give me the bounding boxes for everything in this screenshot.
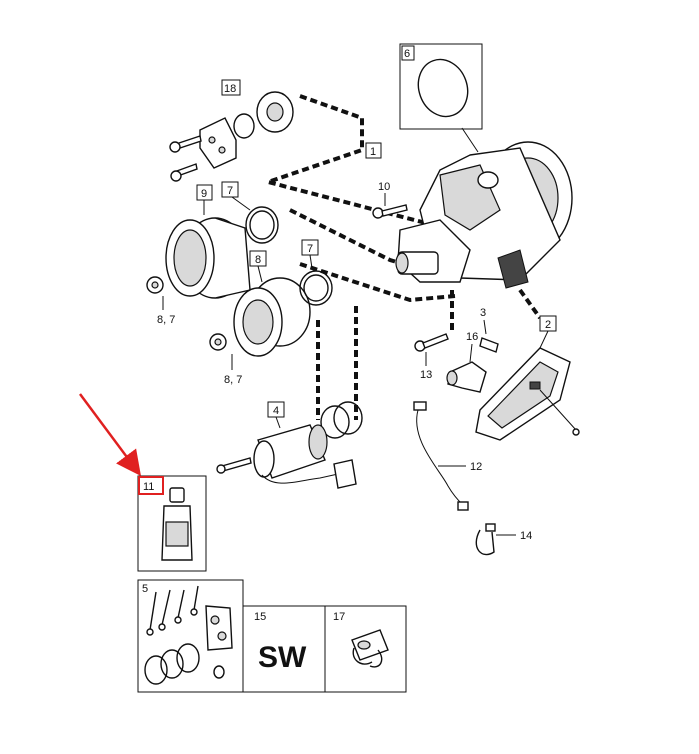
part-7-o-ring-upper: 7 <box>221 181 279 244</box>
callout-13: 13 <box>420 369 432 381</box>
kit-15-label: SW <box>258 641 307 674</box>
part-7-o-ring-lower: 7 <box>299 239 333 306</box>
callout-6: 6 <box>404 48 410 60</box>
part-12-wire: 12 <box>413 401 482 511</box>
part-18-gear-bracket: 18 <box>169 79 294 182</box>
callout-2: 2 <box>545 319 551 331</box>
callout-17: 17 <box>333 611 345 623</box>
callout-10: 10 <box>378 181 390 193</box>
callout-12: 12 <box>470 461 482 473</box>
callout-7-lower: 7 <box>307 243 313 255</box>
callout-8: 8 <box>255 254 261 266</box>
assembly-dashed-lines <box>261 94 542 420</box>
callout-7-upper: 7 <box>227 185 233 197</box>
part-10-bolt: 10 <box>372 181 408 219</box>
part-9-ring-gear: 9 8, 7 <box>146 184 251 326</box>
part-3-screw: 3 <box>479 307 499 353</box>
callout-5: 5 <box>142 583 148 595</box>
callout-9: 9 <box>201 188 207 200</box>
callout-4: 4 <box>273 405 279 417</box>
part-16-sensor: 16 <box>446 331 487 393</box>
callout-15: 15 <box>254 611 266 623</box>
callout-14: 14 <box>520 530 532 542</box>
highlight-arrow <box>78 393 141 477</box>
callout-11: 11 <box>143 481 154 493</box>
callout-18: 18 <box>224 83 236 95</box>
part-13-bolt: 13 <box>414 333 449 381</box>
part-14-clip: 14 <box>475 523 532 556</box>
part-11-fluid-bottle: 11 <box>137 475 207 572</box>
part-4-actuator-motor: 4 <box>216 401 363 489</box>
callout-3: 3 <box>480 307 486 319</box>
part-1-main-housing: 1 <box>365 141 573 289</box>
callout-16: 16 <box>466 331 478 343</box>
part-8-bearing-housing: 8 8, 7 <box>209 250 311 386</box>
kits-panel: 5 15 SW 17 <box>137 579 407 693</box>
part-5-bolt-kit <box>144 585 233 685</box>
callout-1: 1 <box>370 146 376 158</box>
part-17-clip <box>351 629 389 668</box>
callout-8-7-lower: 8, 7 <box>224 374 242 386</box>
callout-8-7-upper: 8, 7 <box>157 314 175 326</box>
part-6-o-ring-box: 6 <box>399 43 483 153</box>
part-2-control-unit: 2 <box>475 315 580 441</box>
